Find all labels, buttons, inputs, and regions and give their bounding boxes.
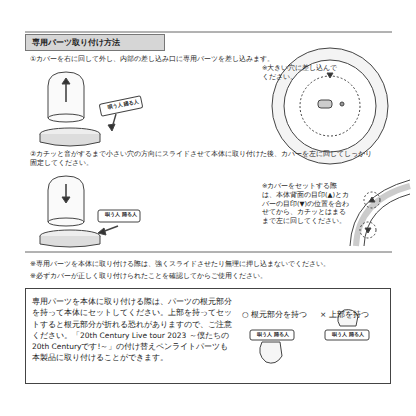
instruction-text: ※専用パーツを本体に取り付ける際は、強くスライドさせたり無理に押し込まないでくだ… xyxy=(30,260,400,269)
instruction-text: ※必ずカバーが正しく取り付けられたことを確認してからご使用ください。 xyxy=(30,272,400,281)
part-inscription: 唄う人 踊る人 xyxy=(102,211,140,218)
caption-label: × 上部を持つ xyxy=(320,310,390,320)
instruction-text: ※大きい穴に差し込んでください。 xyxy=(262,64,342,82)
header-text: 専用パーツ取り付け方法 xyxy=(32,37,158,48)
instruction-text: ①カバーを右に回して外し、内部の差し込み口に専用パーツを差し込みます。 xyxy=(30,55,400,64)
header-box: 専用パーツ取り付け方法 xyxy=(25,34,165,51)
part-inscription: 唄う人 踊る人 xyxy=(327,331,369,338)
note-text: 専用パーツを本体に取り付ける際は、パーツの根元部分を持って本体にセットしてくださ… xyxy=(32,296,232,364)
instruction-text: ②カチッと音がするまで小さい穴の方向にスライドさせて本体に取り付けた後、カバーを… xyxy=(30,150,375,169)
part-inscription: 唄う人 踊る人 xyxy=(252,331,294,338)
instruction-text: ※カバーをセットする際は、本体背面の目印(▲)とカバーの目印(▼)の位置を合わせ… xyxy=(262,182,350,226)
caption-label: ○ 根元部分を持つ xyxy=(242,310,312,320)
